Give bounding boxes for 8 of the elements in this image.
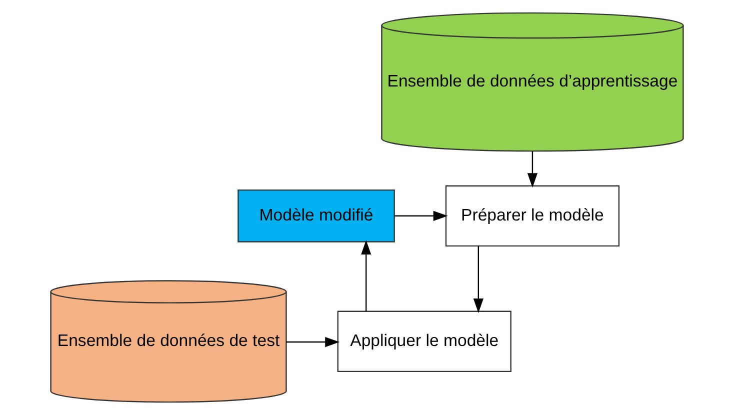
arrow (394, 210, 448, 221)
arrow (286, 336, 340, 348)
node-box: Modèle modifié (237, 189, 394, 242)
arrow (526, 151, 537, 188)
node-box: Appliquer le modèle (336, 310, 511, 372)
arrow (360, 240, 371, 312)
node-box: Préparer le modèle (444, 185, 620, 247)
arrow (472, 246, 483, 313)
